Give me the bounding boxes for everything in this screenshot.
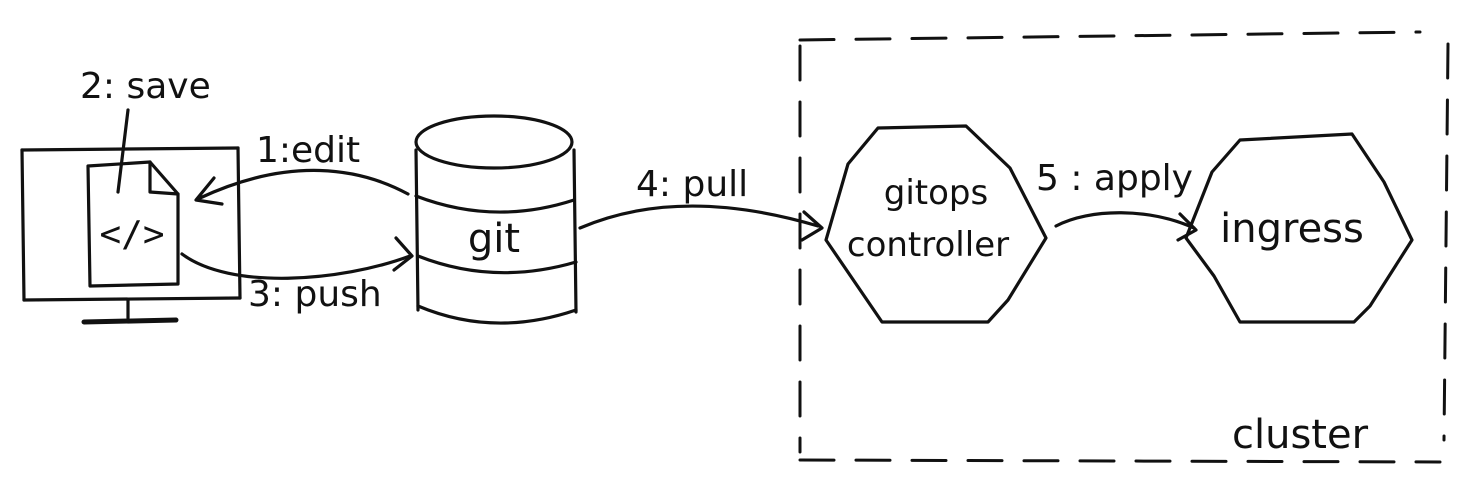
gitops-controller-label-line2: controller — [847, 225, 1009, 265]
apply-label: 5 : apply — [1036, 158, 1193, 199]
workstation-monitor — [20, 146, 242, 325]
cluster-boundary — [798, 30, 1450, 464]
gitops-controller-heptagon: gitops controller — [824, 124, 1048, 324]
push-arrow — [180, 236, 414, 280]
ingress-label: ingress — [1220, 206, 1364, 252]
cluster-label: cluster — [1232, 412, 1369, 458]
git-label: git — [468, 216, 520, 262]
save-label: 2: save — [80, 66, 211, 107]
edit-label: 1:edit — [256, 130, 360, 171]
code-file-icon: </> — [86, 160, 180, 288]
ingress-heptagon: ingress — [1184, 132, 1414, 324]
gitops-controller-label-line1: gitops — [884, 173, 988, 213]
pull-arrow — [578, 204, 824, 242]
edit-arrow — [194, 168, 410, 206]
git-repository-cylinder: git — [414, 114, 578, 325]
apply-arrow — [1054, 211, 1198, 242]
save-pointer-line — [116, 108, 130, 194]
code-glyph: </> — [99, 214, 164, 255]
push-label: 3: push — [248, 274, 382, 315]
pull-label: 4: pull — [636, 164, 748, 205]
